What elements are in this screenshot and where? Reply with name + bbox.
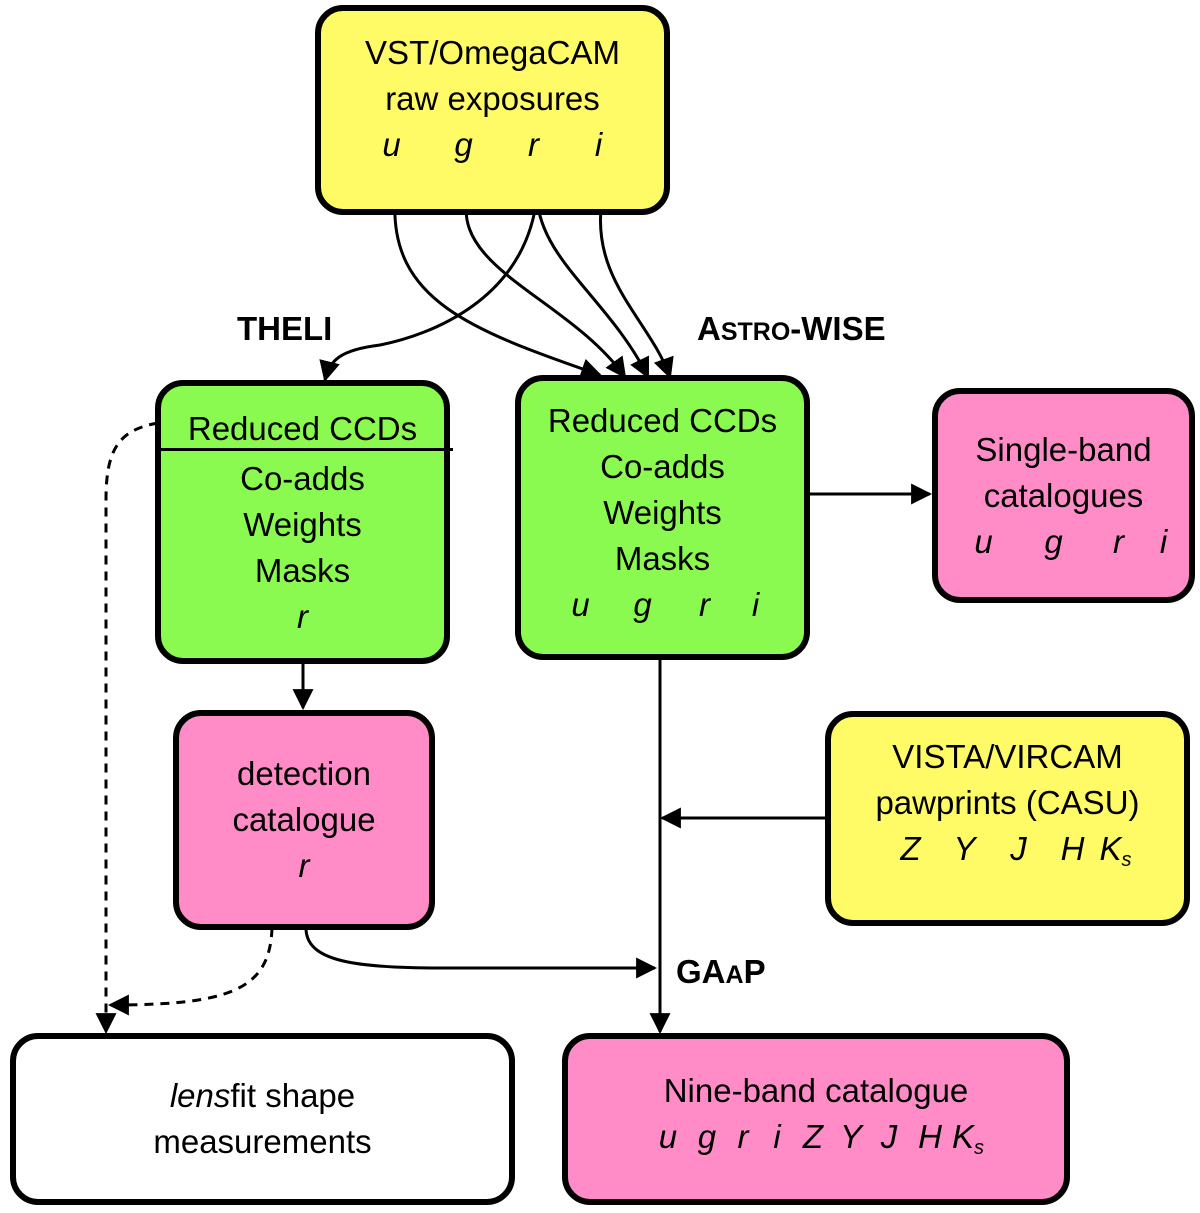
astrowise-reduced-data-node: Reduced CCDs Co-adds Weights Masks u g r… (515, 375, 810, 660)
arrow-detection-to-gaap (304, 927, 658, 979)
theli-reduced-data-node: Reduced CCDs Co-adds Weights Masks r (155, 380, 450, 664)
band-u: u (974, 522, 993, 560)
gaap-label-ga: GA (676, 953, 726, 990)
gaap-label-p: P (743, 953, 766, 990)
band-g: g (1044, 522, 1063, 560)
band-i: i (751, 585, 760, 623)
band-i: i (773, 1117, 781, 1155)
node-title: Nine-band catalogue (663, 1071, 969, 1109)
band-list: u g r i Z Y J H Ks (648, 1114, 984, 1171)
detection-catalogue-node: detection catalogue r (173, 710, 435, 930)
astrowise-label: ASTRO-WISE (697, 310, 886, 348)
astrowise-label-stro: STRO (720, 318, 791, 346)
vista-vircam-pawprints-node: VISTA/VIRCAM pawprints (CASU) Z Y J H Ks (825, 711, 1190, 926)
theli-line: Co-adds (240, 460, 365, 497)
band-r: r (1113, 522, 1124, 560)
band-i: i (594, 126, 603, 163)
theli-label: THELI (237, 310, 333, 347)
band-r: r (528, 126, 539, 163)
lensfit-shape-measurements-node: lensfit shape measurements (10, 1033, 515, 1205)
node-subtitle: pawprints (CASU) (875, 784, 1140, 821)
arrow-theli-ccds-to-lensfit (95, 421, 159, 1035)
astrowise-line: Masks (614, 539, 711, 577)
band-r: r (297, 598, 308, 635)
astrowise-line: Co-adds (600, 447, 725, 485)
arrow-raw-i-to-astrowise (599, 199, 674, 379)
arrow-raw-r-to-theli (319, 196, 539, 383)
arrow-raw-g-to-astrowise (464, 199, 627, 379)
band-ks-sub: s (974, 1136, 984, 1159)
band-Ks: Ks (1099, 826, 1131, 883)
gaap-label: GAAP (676, 953, 766, 991)
band-ks-main: K (951, 1117, 974, 1155)
band-i: i (1159, 522, 1168, 560)
band-r: r (737, 1117, 749, 1155)
arrow-raw-u-to-astrowise (393, 199, 602, 379)
band-list: u g r i (550, 582, 776, 628)
arrow-detection-to-lensfit (107, 927, 274, 1016)
theli-header-divider (157, 448, 453, 451)
astrowise-label-a: A (697, 310, 721, 347)
theli-header: Reduced CCDs (187, 410, 418, 447)
astrowise-line: Weights (603, 493, 722, 531)
band-H: H (1060, 830, 1085, 867)
band-J: J (880, 1117, 898, 1155)
astrowise-label-rest: -WISE (790, 310, 886, 347)
vst-omegacam-raw-exposures-node: VST/OmegaCAM raw exposures u g r i (315, 5, 670, 215)
gaap-label-a: A (725, 961, 744, 989)
node-title: detection (237, 755, 371, 792)
node-title: Single-band (975, 430, 1152, 468)
band-ks-main: K (1099, 830, 1122, 867)
band-u: u (382, 126, 401, 163)
band-u: u (571, 585, 590, 623)
band-g: g (633, 585, 652, 623)
node-title: VST/OmegaCAM (365, 34, 620, 71)
astrowise-line: Reduced CCDs (547, 401, 778, 439)
arrow-raw-r-to-astrowise (535, 196, 650, 379)
band-J: J (1010, 830, 1027, 867)
band-Z: Z (802, 1117, 824, 1155)
nine-band-catalogue-node: Nine-band catalogue u g r i Z Y J H Ks (562, 1033, 1070, 1205)
node-subtitle: raw exposures (385, 80, 600, 117)
band-g: g (697, 1117, 717, 1155)
theli-line: Masks (254, 552, 351, 589)
band-Y: Y (953, 830, 976, 867)
theli-line: Weights (243, 506, 362, 543)
single-band-catalogues-node: Single-band catalogues u g r i (932, 388, 1195, 603)
node-subtitle: catalogues (983, 476, 1144, 514)
band-r: r (699, 585, 710, 623)
band-g: g (454, 126, 473, 163)
node-title: lensfit shape (170, 1073, 355, 1119)
band-list: u g r i (949, 519, 1179, 565)
band-list: u g r i (356, 122, 630, 168)
band-Ks: Ks (952, 1114, 984, 1171)
band-r: r (298, 847, 310, 884)
node-title: VISTA/VIRCAM (892, 738, 1123, 775)
lensfit-rest: fit shape (230, 1077, 356, 1114)
band-Z: Z (900, 830, 921, 867)
band-H: H (918, 1117, 942, 1155)
band-u: u (658, 1117, 678, 1155)
node-subtitle: catalogue (232, 801, 376, 838)
band-list: Z Y J H Ks (883, 826, 1131, 883)
node-subtitle: measurements (153, 1123, 372, 1160)
lensfit-italic: lens (169, 1077, 231, 1114)
band-ks-sub: s (1121, 849, 1132, 871)
band-Y: Y (839, 1117, 862, 1155)
